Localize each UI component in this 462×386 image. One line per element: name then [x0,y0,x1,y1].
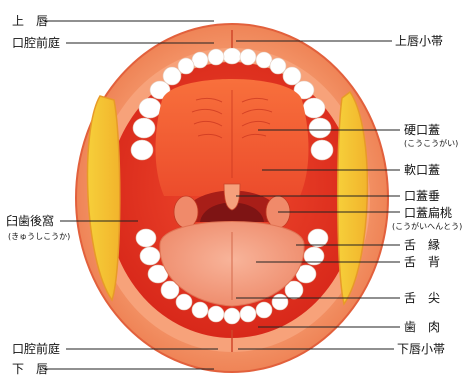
label-hard-palate-reading: (こうこうがい) [404,139,458,149]
label-soft-palate: 軟口蓋 [404,163,440,177]
label-upper-frenulum: 上唇小帯 [395,34,443,48]
label-tongue-dorsum: 舌 背 [404,255,440,269]
label-uvula: 口蓋垂 [404,189,440,203]
label-lower-frenulum: 下唇小帯 [397,342,445,356]
label-gum: 歯 肉 [404,320,440,334]
left-tonsil [174,196,198,228]
label-palatine-tonsil-reading: (こうがいへんとう) [392,222,462,232]
label-retromolar-reading: (きゅうしこうか) [8,232,70,242]
label-hard-palate: 硬口蓋 [404,123,440,137]
label-oral-vestibule-upper: 口腔前庭 [12,36,60,50]
label-palatine-tonsil: 口蓋扁桃 [404,206,452,220]
label-retromolar: 臼歯後窩 [6,214,54,228]
label-oral-vestibule-lower: 口腔前庭 [12,342,60,356]
label-upper-lip: 上 唇 [12,14,48,28]
label-tongue-tip: 舌 尖 [404,291,440,305]
label-tongue-margin: 舌 縁 [404,238,440,252]
label-lower-lip: 下 唇 [12,362,48,376]
